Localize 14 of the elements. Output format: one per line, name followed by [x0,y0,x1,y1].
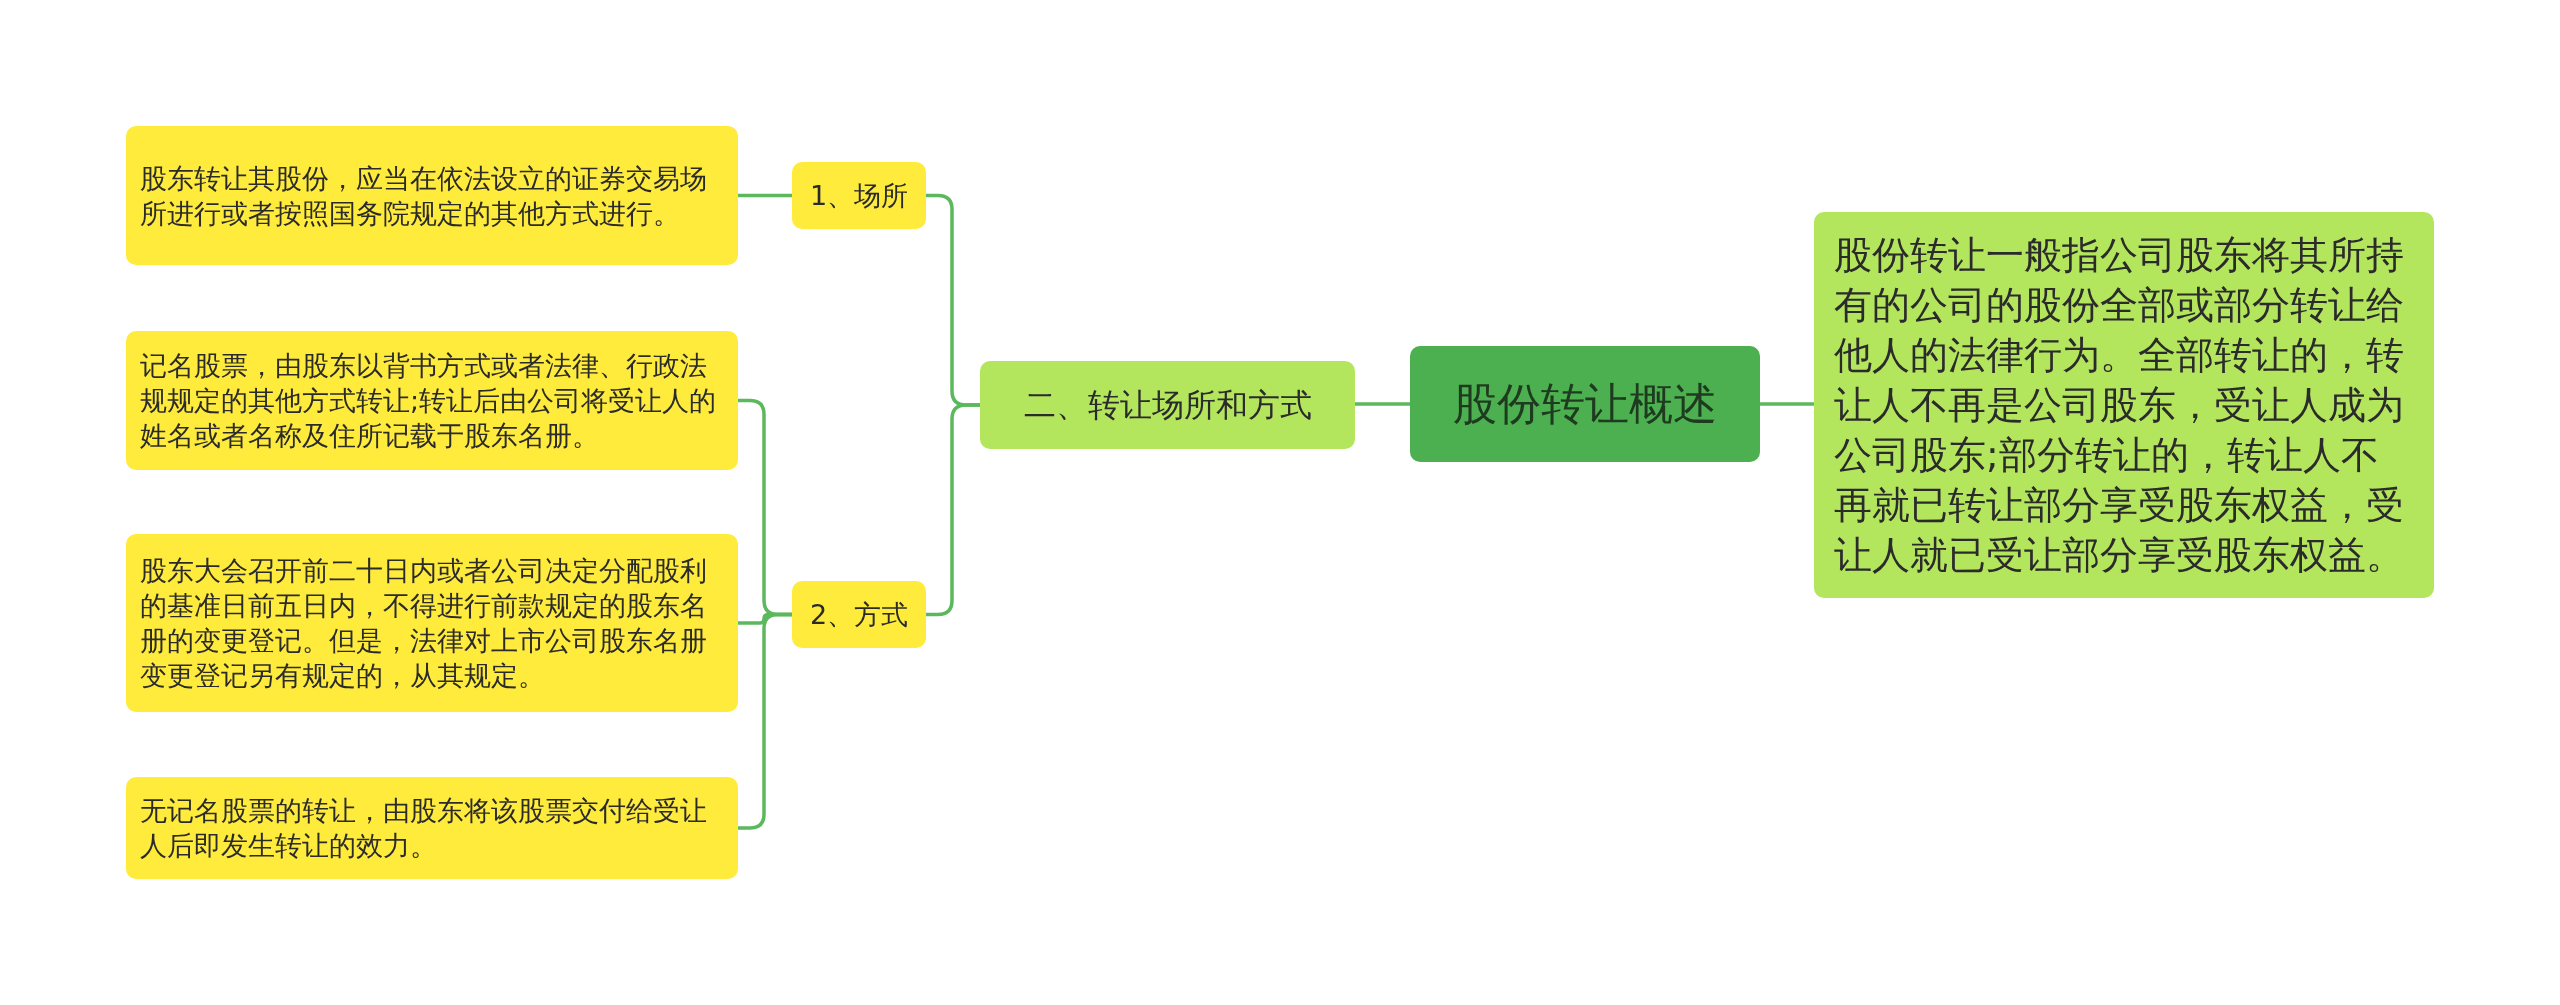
connector-line [1760,402,1814,406]
connector-line [1355,402,1410,406]
connector-line [738,193,792,198]
connector-line [926,403,980,617]
note-card: 股东转让其股份，应当在依法设立的证券交易场所进行或者按照国务院规定的其他方式进行。 [126,126,738,265]
central-topic: 股份转让概述 [1410,346,1760,462]
subtopic-tag: 2、方式 [792,581,926,648]
note-card: 股东大会召开前二十日内或者公司决定分配股利的基准日前五日内，不得进行前款规定的股东名册的变更登记。但是，法律对上市公司股东名册变更登记另有规定的，从其规定。 [126,534,738,712]
description-card: 股份转让一般指公司股东将其所持有的公司的股份全部或部分转让给他人的法律行为。全部转让的，转让人不再是公司股东，受让人成为公司股东;部分转让的，转让人不再就已转让部分享受股东权益，受让人就已受让部分享受股东权益。 [1814,212,2434,598]
note-card: 无记名股票的转让，由股东将该股票交付给受让人后即发生转让的效力。 [126,777,738,879]
connector-line [738,612,792,830]
subtopic-tag: 1、场所 [792,162,926,229]
note-card: 记名股票，由股东以背书方式或者法律、行政法规规定的其他方式转让;转让后由公司将受让人的姓名或者名称及住所记载于股东名册。 [126,331,738,470]
branch-topic: 二、转让场所和方式 [980,361,1355,449]
